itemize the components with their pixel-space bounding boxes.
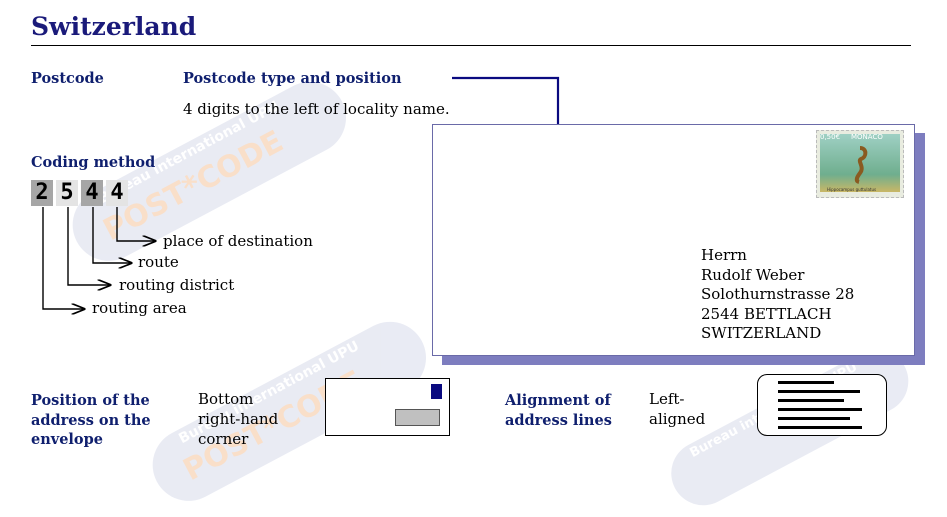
stamp-caption: Hippocampus guttulatus [827,187,877,192]
label-place-of-destination: place of destination [163,232,313,250]
alignment-lines-icon [757,374,887,436]
mini-address-icon [395,409,440,426]
address-line: Solothurnstrasse 28 [701,285,855,303]
line-bar [778,399,844,402]
position-label-line: Position of the [31,392,150,409]
label-route: route [138,253,179,271]
digit-4: 4 [106,180,128,206]
coding-method-label: Coding method [31,154,156,171]
label-routing-area: routing area [92,299,187,317]
line-bar [778,417,850,420]
arrow-routing-district [67,207,110,285]
position-label: Position of the address on the envelope [31,391,151,450]
digit-1: 2 [31,180,53,206]
alignment-value: Left- aligned [649,389,705,429]
position-label-line: envelope [31,431,103,448]
alignment-label: Alignment of address lines [505,391,612,430]
arrow-place-of-destination [116,207,155,241]
alignment-value-line: aligned [649,410,706,428]
digit-2: 5 [56,180,78,206]
alignment-value-line: Left- [649,390,685,408]
address-line: 2544 BETTLACH [701,304,832,323]
seahorse-icon [854,146,868,184]
position-value: Bottom right-hand corner [198,389,278,449]
line-bar [778,408,862,411]
line-bar [778,381,834,384]
page-title: Switzerland [31,12,197,41]
address-line: Rudolf Weber [701,265,805,284]
title-rule [31,45,911,46]
line-bar [778,426,862,429]
digit-3: 4 [81,180,103,206]
line-bar [778,390,860,393]
postcode-label: Postcode [31,70,104,87]
address-line: SWITZERLAND [701,324,822,342]
postcode-type-label: Postcode type and position [183,70,402,87]
address-line: Herrn [701,246,747,264]
position-value-line: Bottom [198,390,254,408]
position-label-line: address on the [31,411,151,429]
alignment-label-line: address lines [505,411,612,429]
arrow-route [92,207,131,263]
address-block: Herrn Rudolf Weber Solothurnstrasse 28 2… [701,246,854,344]
mini-stamp-icon [431,384,442,399]
position-value-line: corner [198,430,249,448]
label-routing-district: routing district [119,276,235,294]
stamp-country: MONACO [851,133,883,141]
position-envelope-icon [325,378,450,436]
stamp: 0,50€ MONACO Hippocampus guttulatus [816,130,904,198]
postcode-type-desc: 4 digits to the left of locality name. [183,100,450,118]
stamp-value: 0,50€ [820,133,841,141]
arrow-routing-area [42,207,84,309]
position-value-line: right-hand [198,410,279,428]
alignment-label-line: Alignment of [505,392,611,409]
